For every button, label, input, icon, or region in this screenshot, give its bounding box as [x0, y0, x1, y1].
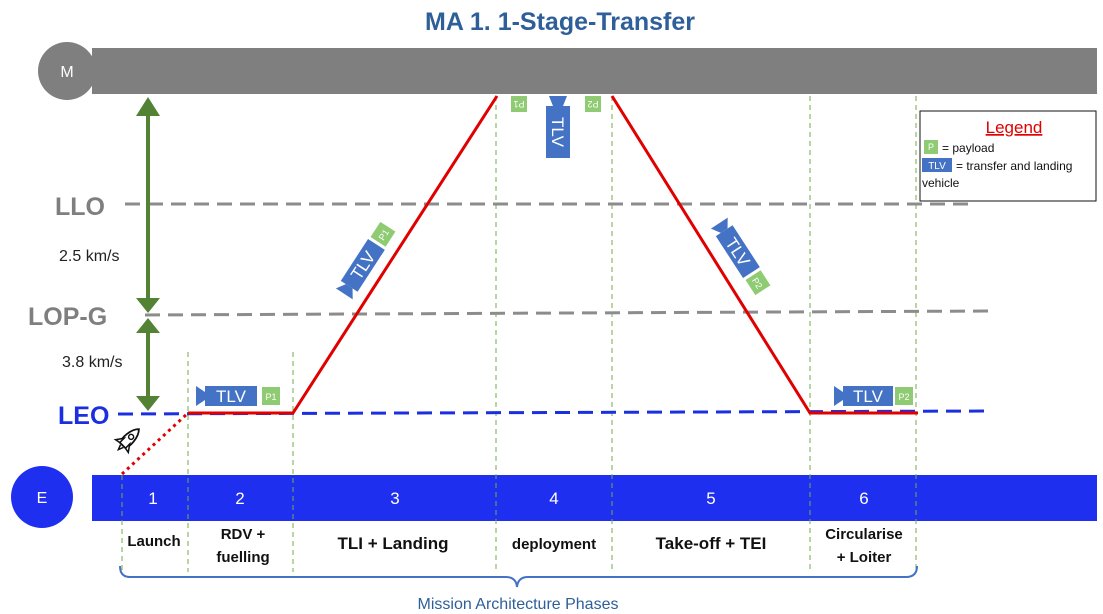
legend-tlv-text: = transfer and landing: [956, 159, 1072, 173]
payload-box: [745, 270, 771, 296]
tlv-label: TLV: [216, 387, 247, 406]
leo-label: LEO: [58, 402, 109, 430]
phase-name: TLI + Landing: [338, 534, 449, 553]
tlv-body: [843, 386, 893, 406]
payload-box: [370, 221, 396, 247]
legend-tlv-swatch-label: TLV: [928, 161, 946, 172]
tlv-deployment: P1 P2 TLV: [511, 96, 601, 158]
earth-label: E: [37, 490, 48, 507]
payload-box: [585, 96, 601, 112]
phase-number: 5: [706, 489, 715, 508]
tlv-nozzle: [710, 217, 728, 233]
delta-v-lower-label: 3.8 km/s: [62, 354, 122, 371]
arrow-head-up: [136, 97, 160, 116]
arrow-head-down: [136, 298, 160, 313]
moon-circle: [38, 42, 96, 100]
arrow-head-down: [136, 396, 160, 411]
phase-name: RDV +: [221, 526, 266, 543]
payload-label: P1: [513, 99, 524, 109]
tlv-leo-outbound: TLV P1: [196, 386, 280, 406]
lopg-orbit-line: [144, 309, 991, 317]
legend-tlv-swatch: [922, 158, 952, 172]
payload-label: P1: [265, 392, 276, 402]
tlv-leo-return: TLV P2: [834, 386, 913, 406]
legend-box: Legend P = payload TLV = transfer and la…: [919, 110, 1097, 202]
tlv-nozzle: [335, 284, 353, 300]
tlv-body: [546, 106, 570, 158]
phases-footer-label: Mission Architecture Phases: [418, 596, 619, 613]
tlv-nozzle: [196, 386, 205, 406]
legend-payload-swatch: [924, 140, 938, 154]
tlv-body: [340, 238, 385, 292]
tlv-nozzle: [549, 96, 567, 106]
arrow-head-up: [136, 318, 160, 333]
legend-payload-swatch-label: P: [928, 142, 934, 152]
payload-label: P2: [898, 392, 909, 402]
phase-number: 6: [859, 489, 868, 508]
phase-number: 2: [235, 489, 244, 508]
phase-number: 1: [148, 489, 157, 508]
payload-box: [511, 96, 527, 112]
launch-trajectory: [120, 411, 190, 476]
payload-box: [262, 387, 280, 405]
tlv-nozzle: [834, 386, 843, 406]
tlv-ascent: TLV P1: [335, 221, 396, 300]
payload-label: P2: [587, 99, 598, 109]
payload-box: [895, 387, 913, 405]
tlv-body: [205, 386, 257, 406]
phase-name: Circularise: [825, 526, 903, 543]
legend-title: Legend: [986, 118, 1043, 137]
phase-name: deployment: [512, 536, 596, 553]
phase-number: 4: [549, 489, 558, 508]
return-trajectory: [610, 95, 918, 415]
delta-v-arrows: [136, 97, 160, 411]
tlv-label: TLV: [853, 387, 884, 406]
phases-brace: [119, 565, 918, 588]
legend-payload-text: = payload: [942, 141, 994, 155]
phase-dividers: [121, 96, 917, 572]
phase-name: Take-off + TEI: [656, 534, 767, 553]
phase-name: + Loiter: [837, 549, 892, 566]
legend-frame: [919, 110, 1097, 202]
phase-number: 3: [390, 489, 399, 508]
tlv-body: [715, 225, 760, 279]
llo-label: LLO: [55, 193, 105, 221]
phase-name: Launch: [127, 533, 180, 550]
diagram-title: MA 1. 1-Stage-Transfer: [425, 8, 695, 36]
tlv-descent: TLV P2: [710, 217, 771, 296]
delta-v-upper-label: 2.5 km/s: [59, 248, 119, 265]
outbound-trajectory: [188, 95, 499, 415]
phase-name: fuelling: [216, 549, 269, 566]
earth-surface-band: [92, 475, 1097, 521]
lopg-label: LOP-G: [28, 303, 107, 331]
tlv-label: TLV: [548, 117, 567, 148]
moon-label: M: [60, 64, 73, 81]
moon-surface-band: [92, 48, 1097, 94]
earth-circle: [11, 466, 73, 528]
legend-tlv-text-cont: vehicle: [922, 176, 960, 190]
rocket-icon: [113, 428, 140, 455]
